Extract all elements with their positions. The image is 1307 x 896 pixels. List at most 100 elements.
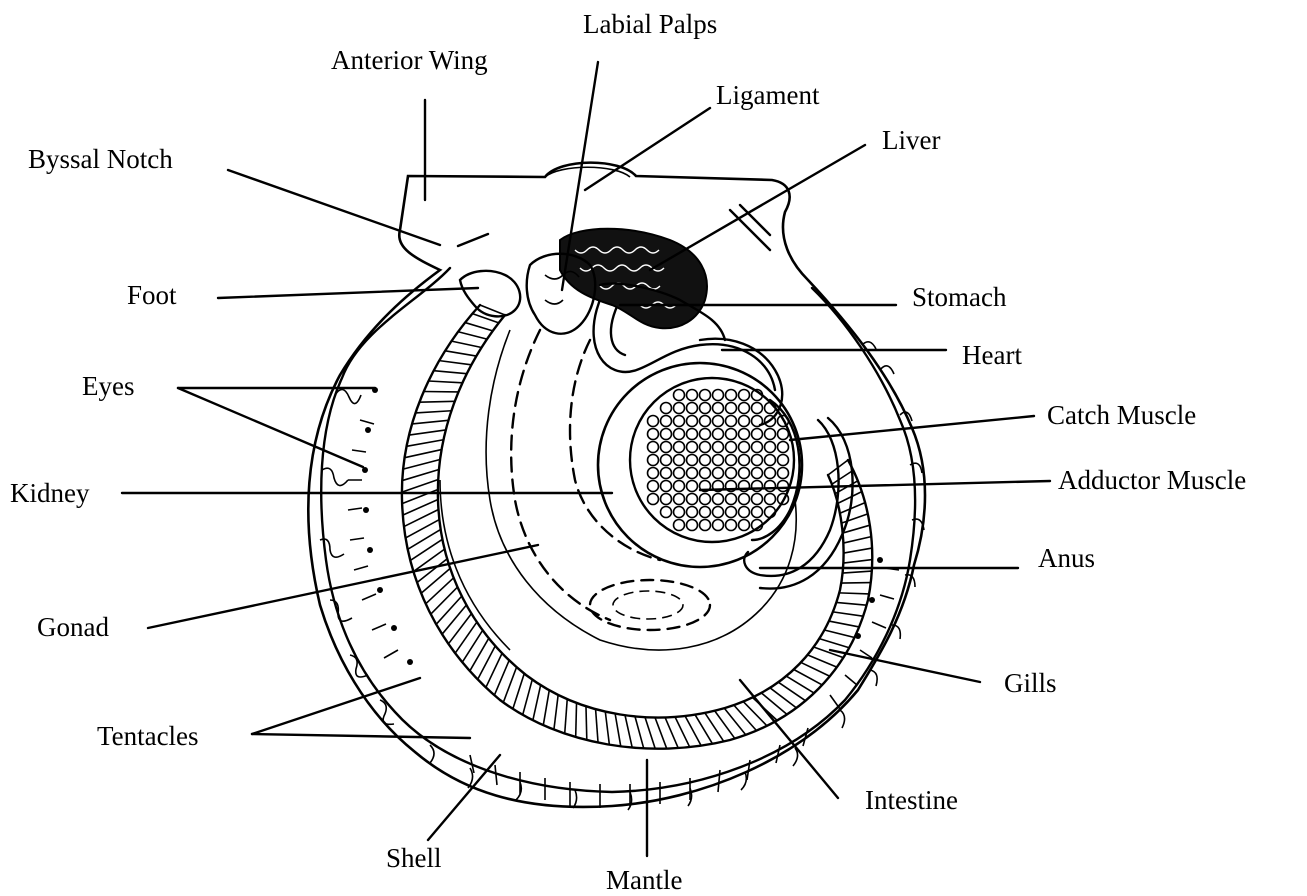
gill-stripe [615,714,621,747]
muscle-cell [765,494,776,505]
muscle-cell [674,468,685,479]
label-adductor-muscle: Adductor Muscle [1058,465,1246,495]
muscle-cell [700,520,711,531]
gill-stripe [715,711,735,739]
muscle-cell [726,455,737,466]
gonad-dashed-2 [570,340,660,560]
labels: Labial Palps Anterior Wing Ligament Live… [10,9,1246,895]
gill-stripe [770,688,796,708]
label-liver: Liver [882,125,940,155]
muscle-cell [687,507,698,518]
muscle-cell [700,416,711,427]
muscle-cell [713,390,724,401]
muscle-cell [713,507,724,518]
gonad-outline [486,330,796,650]
muscle-cell [765,455,776,466]
muscle-cell [687,429,698,440]
gill-stripe [635,716,644,748]
label-byssal-notch: Byssal Notch [28,144,173,174]
gill-stripe [655,717,667,748]
leader-tentacles-a [252,678,420,734]
muscle-cell [687,481,698,492]
muscle-cell [739,416,750,427]
muscle-cell [687,494,698,505]
muscle-cell [739,442,750,453]
gill-stripe [523,680,533,715]
leader-intestine [740,680,838,798]
gill-stripe [819,639,849,648]
gill-stripe [405,450,442,458]
gill-stripes [402,305,872,749]
muscle-cell [700,390,711,401]
gill-stripe [836,602,866,605]
gill-stripe [406,520,440,538]
muscle-cell [726,416,737,427]
muscle-cell [700,429,711,440]
muscle-cell [778,429,789,440]
muscle-cell [713,403,724,414]
muscle-cell [700,494,711,505]
muscle-cell [661,429,672,440]
muscle-cell [713,416,724,427]
muscle-cell [674,390,685,401]
gill-stripe [554,695,558,730]
gill-stripe [452,341,482,347]
gill-stripe [808,655,837,667]
gonad-spiral-1 [590,580,710,630]
gill-stripe [829,621,859,627]
gill-stripe [838,492,862,504]
leader-gonad [148,545,538,628]
label-heart: Heart [962,340,1022,370]
muscle-cell [726,507,737,518]
label-tentacles: Tentacles [97,721,199,751]
label-labial-palps: Labial Palps [583,9,717,39]
gonad-spiral-2 [613,591,683,619]
muscle-cell [648,455,659,466]
gill-stripe [533,685,541,720]
gill-stripe [801,662,830,676]
muscle-cell [674,416,685,427]
gill-stripe [416,411,452,413]
leader-foot [218,288,478,298]
gill-stripe [645,717,655,749]
gill-stripe [743,702,767,726]
gill-stripe [842,514,868,523]
muscle-cell [765,481,776,492]
muscle-cell [752,403,763,414]
muscle-cell [739,455,750,466]
gill-stripe [734,705,757,730]
muscle-cell [661,416,672,427]
muscle-cell [661,481,672,492]
gill-stripe [839,593,869,594]
gill-band-inner [438,315,844,717]
gill-stripe [625,715,632,747]
gill-stripe [458,332,487,339]
muscle-cell [674,520,685,531]
muscle-cell [687,416,698,427]
label-anus: Anus [1038,543,1095,573]
gill-stripe [470,638,489,671]
muscle-cell [648,494,659,505]
gonad-dashed-1 [511,330,610,620]
label-intestine: Intestine [865,785,958,815]
muscle-cell [739,429,750,440]
gill-stripe [410,539,442,560]
muscle-cell [765,468,776,479]
muscle-cell [739,507,750,518]
muscle-cell [674,403,685,414]
gill-stripe [419,401,454,402]
gill-stripe [436,596,462,624]
gill-stripe [426,578,454,604]
gill-stripe [403,459,440,469]
muscle-cell [674,494,685,505]
muscle-cell [674,429,685,440]
gill-stripe [465,323,493,331]
muscle-cell [752,507,763,518]
muscle-cell [778,481,789,492]
tentacle-fringe [320,342,924,810]
muscle-cell [674,455,685,466]
muscle-cell [752,468,763,479]
gill-stripe [844,548,872,553]
